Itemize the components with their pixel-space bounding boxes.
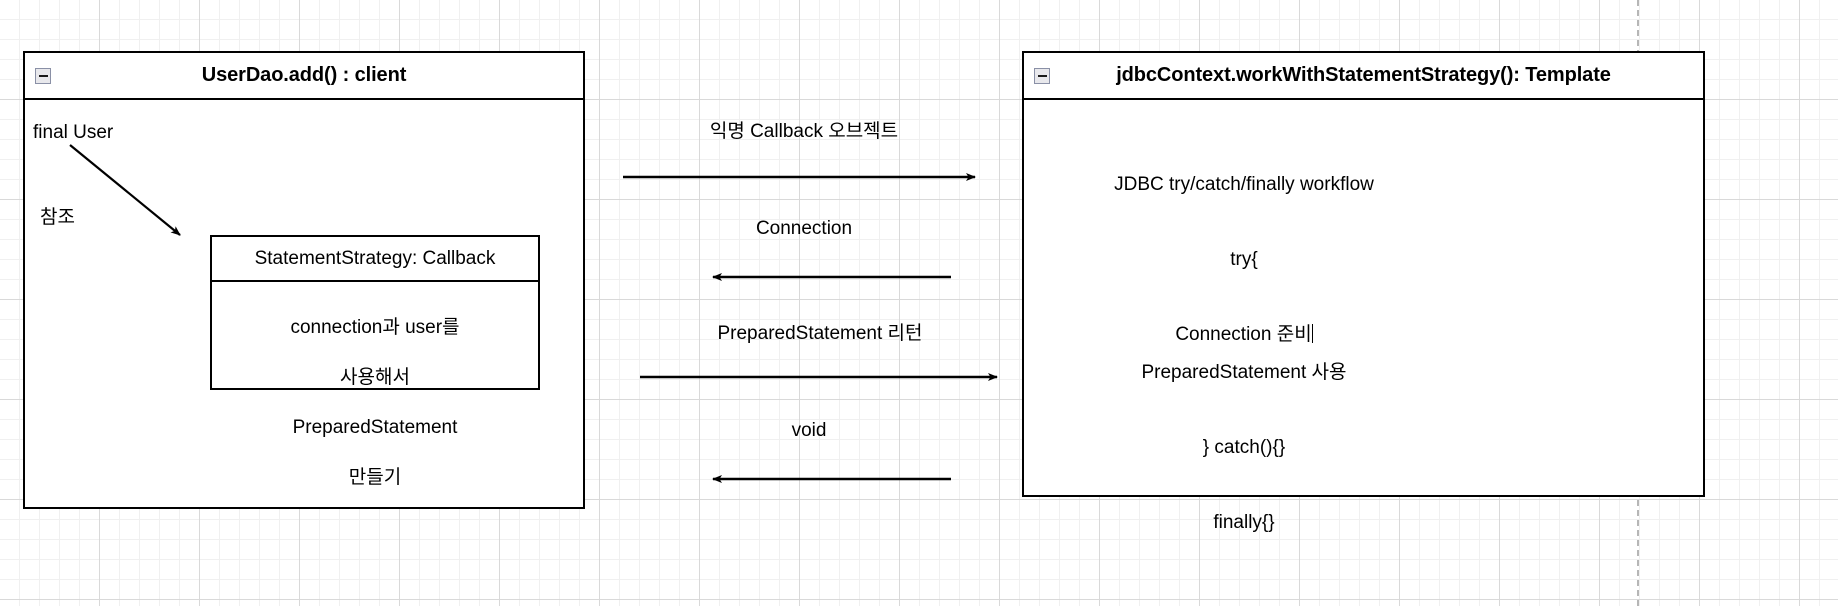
callback-class-title: StatementStrategy: Callback [212,237,538,282]
client-frame-title: UserDao.add() : client [201,64,407,86]
template-top-block: JDBC try/catch/finally workflow try{ Con… [1054,122,1434,397]
template-bottom-line-1: PreparedStatement 사용 [1141,362,1347,383]
message-4-label: void [791,420,827,441]
message-1-arrow [623,173,976,181]
message-2-arrow [712,273,951,281]
text-cursor [1311,324,1313,343]
final-user-label: final User [33,122,114,143]
template-top-line-2: try{ [1230,249,1258,270]
client-frame[interactable]: UserDao.add() : client final User 참조 Sta… [23,51,585,509]
reference-arrow [69,144,181,236]
client-frame-header: UserDao.add() : client [25,53,583,100]
callback-body-line-3: PreparedStatement [292,417,458,438]
message-3-label: PreparedStatement 리턴 [717,323,923,344]
template-bottom-line-3: finally{} [1213,512,1275,533]
template-frame-title: jdbcContext.workWithStatementStrategy():… [1116,64,1611,86]
callback-class-body: connection과 user를 사용해서 PreparedStatement… [212,282,538,515]
minus-box-icon[interactable] [35,67,51,84]
minus-box-icon[interactable] [1034,67,1050,84]
reference-label: 참조 [40,207,75,228]
message-1-label: 익명 Callback 오브젝트 [709,121,899,142]
message-3-arrow [640,373,998,381]
template-frame-header: jdbcContext.workWithStatementStrategy():… [1024,53,1703,100]
template-top-line-1: JDBC try/catch/finally workflow [1114,174,1374,195]
callback-class-box[interactable]: StatementStrategy: Callback connection과 … [210,235,540,488]
template-bottom-line-2: } catch(){} [1202,437,1286,458]
message-2-label: Connection [755,218,853,239]
template-frame-body: JDBC try/catch/finally workflow try{ Con… [1024,100,1703,533]
template-top-line-3: Connection 준비 [1054,322,1434,347]
callback-body-line-4: 만들기 [348,467,402,488]
message-4-arrow [712,475,951,483]
template-frame[interactable]: jdbcContext.workWithStatementStrategy():… [1022,51,1705,533]
callback-body-line-1: connection과 user를 [290,317,460,338]
template-bottom-block: PreparedStatement 사용 } catch(){} finally… [1054,310,1434,585]
client-frame-body: final User 참조 StatementStrategy: Callbac… [25,100,583,507]
template-top-line-3-text: Connection 준비 [1175,324,1312,345]
callback-body-line-2: 사용해서 [340,367,410,388]
